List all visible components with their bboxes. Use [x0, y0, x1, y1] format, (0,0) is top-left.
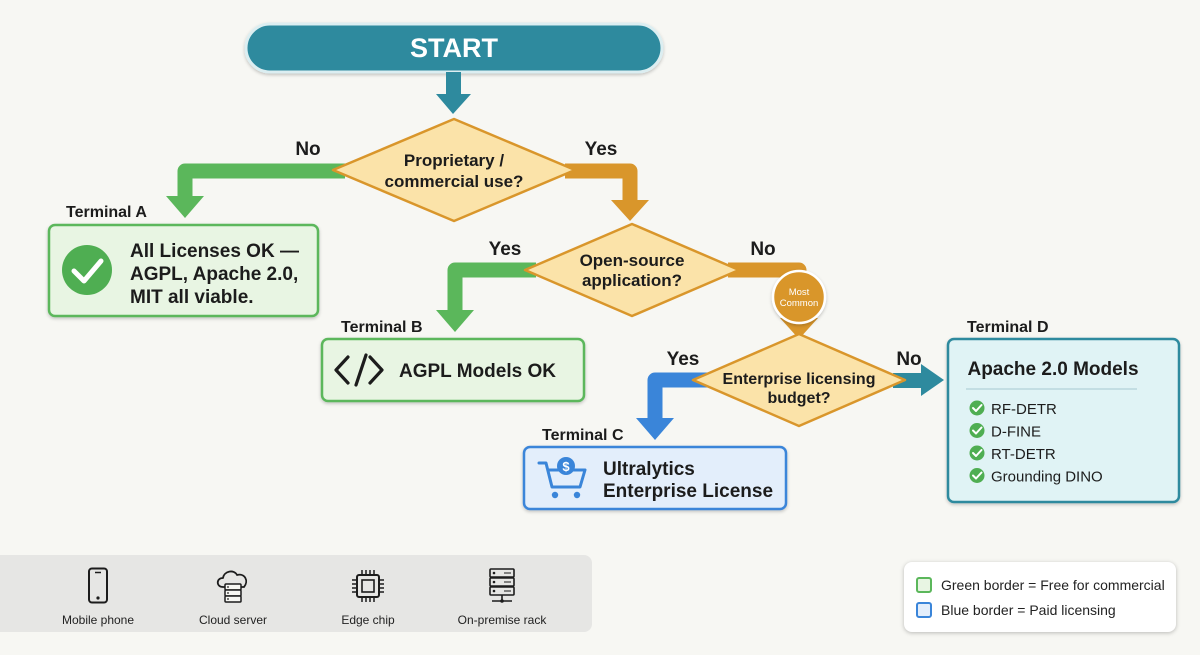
- terminal-a-box: All Licenses OK — AGPL, Apache 2.0, MIT …: [47, 223, 320, 318]
- decision-line: commercial use?: [385, 172, 524, 191]
- svg-text:$: $: [562, 459, 570, 474]
- terminal-b-box: AGPL Models OK: [320, 337, 586, 403]
- badge-line: Common: [780, 298, 819, 309]
- check-circle-icon: [62, 245, 112, 295]
- q3-no-label: No: [896, 349, 921, 370]
- q2-yes-arrow: [436, 262, 536, 332]
- q1-yes-label: Yes: [585, 139, 618, 160]
- decision-enterprise-budget: Enterprise licensing budget?: [691, 332, 907, 428]
- most-common-badge: Most Common: [771, 269, 827, 325]
- device-cloud-server: Cloud server: [168, 567, 298, 627]
- q2-yes-label: Yes: [489, 239, 522, 260]
- decision-open-source: Open-source application?: [523, 222, 741, 318]
- dollar-cart-icon: $: [537, 457, 587, 499]
- decision-line: budget?: [767, 390, 830, 407]
- terminal-a-line: MIT all viable.: [130, 287, 254, 308]
- terminal-b-line: AGPL Models OK: [399, 361, 556, 382]
- legend-green: Green border = Free for commercial: [916, 575, 1165, 595]
- decision-commercial-use: Proprietary / commercial use?: [331, 117, 577, 223]
- terminal-d-item-label: Grounding DINO: [991, 469, 1103, 486]
- code-icon: [334, 353, 384, 387]
- q3-yes-label: Yes: [667, 349, 700, 370]
- terminal-a-line: All Licenses OK —: [130, 241, 299, 262]
- terminal-c-label: Terminal C: [542, 427, 624, 444]
- decision-line: Open-source: [580, 251, 685, 270]
- device-tray: Mobile phone Cloud server Edge chip: [0, 555, 592, 632]
- legend-blue: Blue border = Paid licensing: [916, 600, 1116, 620]
- terminal-d-box: Apache 2.0 Models RF-DETR D-FINE RT-DETR Gr…: [946, 337, 1181, 504]
- device-mobile-phone: Mobile phone: [33, 567, 163, 627]
- check-icon: [969, 400, 985, 416]
- terminal-d-item: D-FINE: [969, 423, 1041, 441]
- device-label: On-premise rack: [457, 613, 547, 627]
- terminal-c-box: $ Ultralytics Enterprise License: [522, 445, 788, 511]
- device-label: Edge chip: [341, 613, 395, 627]
- cloud-server-icon: [216, 570, 248, 603]
- terminal-d-label: Terminal D: [967, 319, 1049, 336]
- legend: Green border = Free for commercial Blue …: [904, 562, 1176, 632]
- start-node: START: [244, 22, 664, 74]
- check-icon: [969, 423, 985, 438]
- start-arrow: [436, 72, 471, 114]
- decision-line: Proprietary /: [404, 151, 504, 170]
- chip-icon: [352, 570, 384, 602]
- terminal-d-item-label: D-FINE: [991, 424, 1041, 441]
- server-rack-icon: [489, 568, 515, 603]
- terminal-d-items: RF-DETR D-FINE RT-DETR Grounding DINO: [969, 400, 1103, 486]
- terminal-d-item-label: RT-DETR: [991, 446, 1056, 463]
- check-icon: [969, 468, 985, 483]
- terminal-b-label: Terminal B: [341, 319, 423, 336]
- legend-green-text: Green border = Free for commercial: [941, 577, 1165, 593]
- q1-no-arrow: [166, 163, 345, 218]
- decision-line: Enterprise licensing: [723, 371, 876, 388]
- device-on-premise-rack: On-premise rack: [437, 567, 567, 627]
- terminal-d-item: RT-DETR: [969, 445, 1056, 463]
- mobile-phone-icon: [88, 567, 108, 604]
- decision-line: application?: [582, 271, 682, 290]
- q2-no-label: No: [750, 239, 775, 260]
- q3-yes-arrow: [636, 372, 712, 440]
- terminal-c-line: Enterprise License: [603, 481, 773, 502]
- q1-yes-arrow: [565, 163, 649, 221]
- q1-no-label: No: [295, 139, 320, 160]
- device-edge-chip: Edge chip: [303, 567, 433, 627]
- start-label: START: [410, 33, 498, 63]
- terminal-d-item: RF-DETR: [969, 400, 1057, 418]
- terminal-c-line: Ultralytics: [603, 459, 695, 480]
- badge-line: Most: [789, 287, 810, 298]
- terminal-d-title: Apache 2.0 Models: [967, 359, 1138, 380]
- legend-blue-text: Blue border = Paid licensing: [941, 602, 1116, 618]
- check-icon: [969, 445, 985, 461]
- legend-swatch-green: [916, 577, 932, 593]
- terminal-d-item: Grounding DINO: [969, 468, 1103, 486]
- terminal-a-line: AGPL, Apache 2.0,: [130, 264, 298, 285]
- terminal-a-label: Terminal A: [66, 204, 147, 221]
- terminal-d-item-label: RF-DETR: [991, 401, 1057, 418]
- device-label: Mobile phone: [61, 613, 135, 627]
- legend-swatch-blue: [916, 602, 932, 618]
- device-label: Cloud server: [198, 613, 268, 627]
